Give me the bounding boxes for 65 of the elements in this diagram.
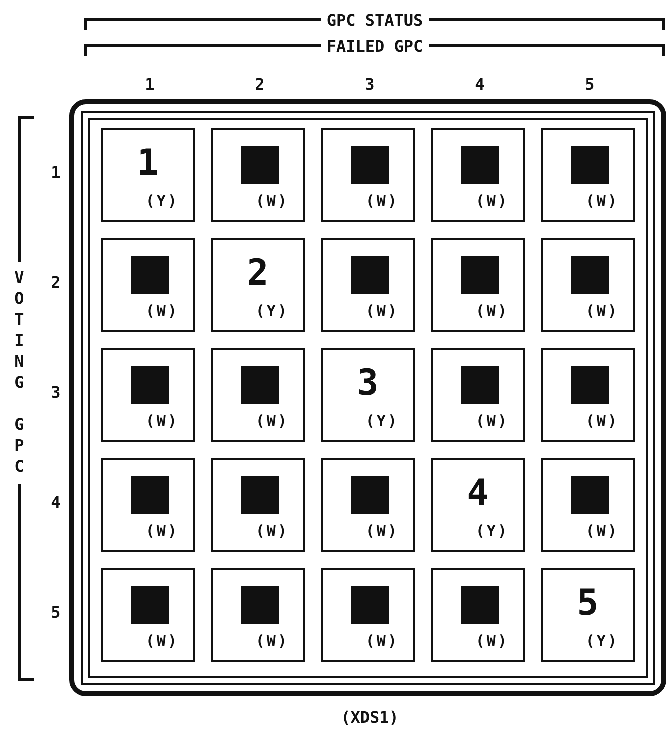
status-cell: [431, 348, 525, 442]
status-cell: [101, 238, 195, 332]
row-number: 4: [50, 492, 62, 512]
status-cell: [541, 128, 635, 222]
column-number: 3: [364, 74, 376, 94]
status-code: (W): [146, 632, 179, 650]
status-code: (W): [256, 522, 289, 540]
status-code: (W): [366, 632, 399, 650]
gpc-number: 1: [136, 144, 160, 184]
column-number: 5: [584, 74, 596, 94]
status-code: (W): [146, 412, 179, 430]
column-number: 4: [474, 74, 486, 94]
gpc-number: 4: [466, 474, 490, 514]
column-number: 1: [144, 74, 156, 94]
status-cell: [211, 238, 305, 332]
status-code: (W): [256, 192, 289, 210]
status-cell: [321, 348, 415, 442]
status-cell: [431, 238, 525, 332]
status-cell: [541, 238, 635, 332]
status-cell: [211, 128, 305, 222]
status-code: (W): [586, 192, 619, 210]
status-code: (W): [476, 192, 509, 210]
status-cell: [101, 128, 195, 222]
status-cell: [431, 458, 525, 552]
status-code: (W): [476, 302, 509, 320]
status-cell: [321, 238, 415, 332]
status-code: (W): [586, 412, 619, 430]
row-number: 2: [50, 272, 62, 292]
status-cell: [431, 128, 525, 222]
status-code: (Y): [146, 192, 179, 210]
status-cell: [541, 458, 635, 552]
column-number: 2: [254, 74, 266, 94]
status-cell: [211, 458, 305, 552]
status-code: (W): [256, 632, 289, 650]
gpc-number: 5: [576, 584, 600, 624]
status-code: (Y): [476, 522, 509, 540]
status-code: (W): [366, 192, 399, 210]
row-number: 5: [50, 602, 62, 622]
status-cell: [101, 458, 195, 552]
status-cell: [541, 568, 635, 662]
status-cell: [211, 348, 305, 442]
status-cell: [321, 458, 415, 552]
status-code: (W): [146, 522, 179, 540]
status-code: (W): [476, 632, 509, 650]
status-code: (Y): [366, 412, 399, 430]
status-cell: [101, 568, 195, 662]
row-number: 3: [50, 382, 62, 402]
status-cell: [211, 568, 305, 662]
status-code: (W): [366, 302, 399, 320]
status-cell: [321, 128, 415, 222]
status-code: (W): [586, 302, 619, 320]
status-code: (W): [256, 412, 289, 430]
status-cell: [431, 568, 525, 662]
row-number: 1: [50, 162, 62, 182]
status-code: (W): [146, 302, 179, 320]
status-code: (W): [476, 412, 509, 430]
status-cell: [321, 568, 415, 662]
status-code: (Y): [586, 632, 619, 650]
gpc-number: 3: [356, 364, 380, 404]
status-cell: [541, 348, 635, 442]
status-cell: [101, 348, 195, 442]
gpc-number: 2: [246, 254, 270, 294]
status-code: (W): [366, 522, 399, 540]
status-code: (Y): [256, 302, 289, 320]
status-code: (W): [586, 522, 619, 540]
